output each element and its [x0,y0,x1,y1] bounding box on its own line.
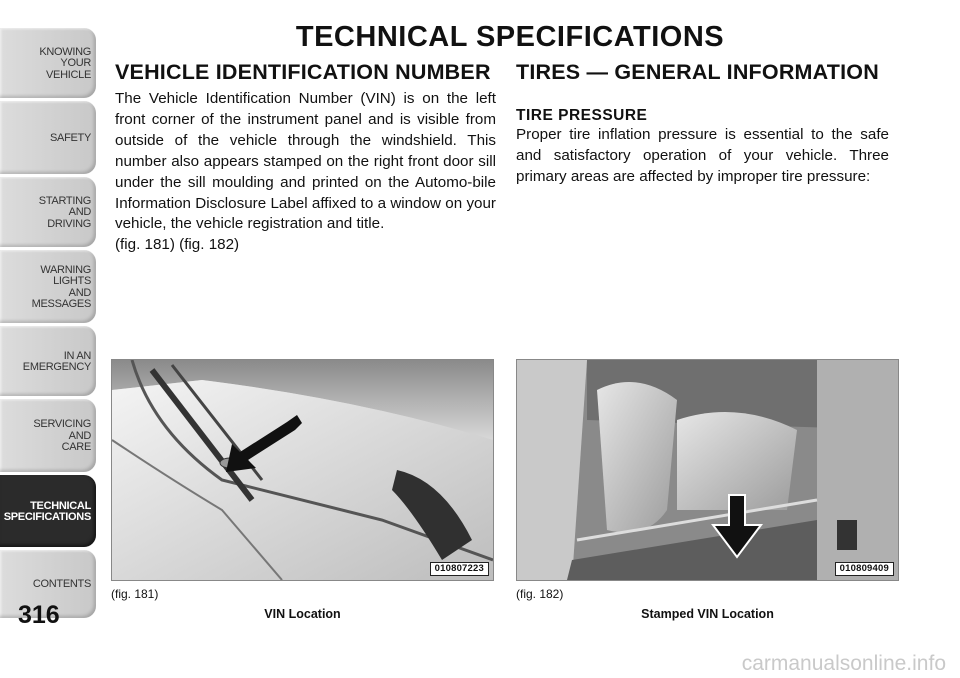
page-number: 316 [18,601,60,629]
vin-body: The Vehicle Identification Number (VIN) … [115,90,496,233]
tire-pressure-subheading: TIRE PRESSURE [516,107,648,124]
tab-label: SAFETY [50,131,91,144]
figure-number: (fig. 182) [516,587,564,601]
tab-knowing-your-vehicle[interactable]: KNOWING YOUR VEHICLE [0,28,96,98]
door-sill-illustration [517,360,898,580]
figure-vin-location: 010807223 [111,359,494,581]
vin-section: VEHICLE IDENTIFICATION NUMBER The Vehicl… [115,60,496,256]
tab-label: IN AN EMERGENCY [22,349,92,373]
tab-warning-lights-and-messages[interactable]: WARNING LIGHTS AND MESSAGES [0,250,96,323]
tab-label: KNOWING YOUR VEHICLE [39,45,91,81]
tab-label: SERVICING AND CARE [33,418,91,454]
vin-fig-refs[interactable]: (fig. 181) (fig. 182) [115,236,240,254]
tire-pressure-body: Proper tire inflation pressure is essent… [516,126,889,185]
tab-starting-and-driving[interactable]: STARTING AND DRIVING [0,177,96,247]
tab-label: WARNING LIGHTS AND MESSAGES [31,263,92,310]
tab-contents[interactable]: CONTENTS [0,550,96,618]
figure-number: (fig. 181) [111,587,159,601]
tab-servicing-and-care[interactable]: SERVICING AND CARE [0,399,96,472]
figure-caption: VIN Location [264,607,341,621]
tab-technical-specifications[interactable]: TECHNICAL SPECIFICATIONS [0,475,96,547]
tires-section: TIRES — GENERAL INFORMATION TIRE PRESSUR… [516,60,889,188]
watermark: carmanualsonline.info [741,652,946,675]
figure-stamped-vin-location: 010809409 [516,359,899,581]
tires-heading: TIRES — GENERAL INFORMATION [516,60,879,84]
figure-code: 010807223 [429,562,489,576]
vin-heading: VEHICLE IDENTIFICATION NUMBER [115,60,491,84]
tab-safety[interactable]: SAFETY [0,101,96,174]
tab-label: STARTING AND DRIVING [38,194,92,230]
page-title: TECHNICAL SPECIFICATIONS [295,21,725,53]
figure-caption: Stamped VIN Location [641,607,774,621]
tab-label: CONTENTS [32,578,91,591]
tab-in-an-emergency[interactable]: IN AN EMERGENCY [0,326,96,396]
windshield-illustration [112,360,493,580]
figure-code: 010809409 [834,562,894,576]
tab-label: TECHNICAL SPECIFICATIONS [3,499,92,523]
